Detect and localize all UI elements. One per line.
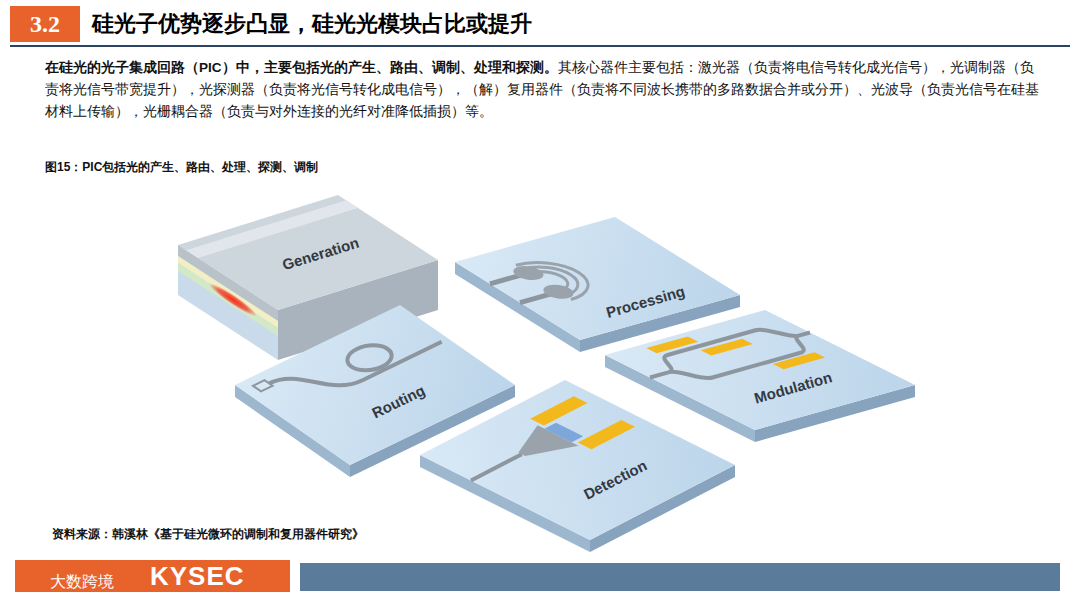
brand-logo: KYSEC — [150, 561, 245, 592]
slab-label: Modulation — [752, 368, 834, 406]
slab-label-block: Generation — [278, 231, 364, 275]
header-rule — [10, 45, 1070, 47]
mach-zehnder-modulator — [605, 310, 915, 430]
photodetector-part — [420, 380, 735, 540]
photodetector-part — [578, 420, 635, 449]
laser-top-face — [178, 195, 438, 310]
photodetector-part — [471, 454, 522, 480]
grating-coupler-pair-part — [516, 255, 606, 299]
grating-coupler-pair-part — [455, 217, 740, 340]
photodetector-part — [530, 396, 587, 425]
detection-slab — [420, 380, 735, 552]
slab-label-block: Routing — [366, 378, 430, 423]
section-number-box: 3.2 — [10, 6, 80, 42]
slide-title: 硅光子优势逐步凸显，硅光光模块占比或提升 — [92, 11, 532, 36]
grating-coupler-pair-part — [490, 275, 552, 303]
waveguide-route-part — [339, 340, 401, 375]
brand-box: KYSEC — [150, 561, 245, 591]
mach-zehnder-modulator-part — [605, 310, 915, 430]
mach-zehnder-modulator-part — [646, 336, 698, 353]
body-paragraph: 在硅光的光子集成回路（PIC）中，主要包括光的产生、路由、调制、处理和探测。其核… — [45, 57, 1040, 123]
caption-box: 图15：PIC包括光的产生、路由、处理、探测、调制 — [45, 159, 318, 176]
slab-label-block: Modulation — [750, 365, 837, 408]
title-box: 硅光子优势逐步凸显，硅光光模块占比或提升 — [92, 9, 532, 39]
photodetector — [420, 380, 735, 540]
watermark: 大数跨境 — [50, 573, 114, 590]
slab-label: Processing — [604, 282, 686, 321]
source-note: 资料来源：韩溪林《基于硅光微环的调制和复用器件研究》 — [52, 527, 364, 541]
lead-sentence: 在硅光的光子集成回路（PIC）中，主要包括光的产生、路由、调制、处理和探测。 — [45, 60, 558, 75]
laser-top-face-part — [178, 195, 438, 310]
mach-zehnder-modulator-part — [701, 339, 753, 356]
photodetector-part — [544, 423, 583, 443]
footer-blue-bar — [300, 563, 1060, 591]
section-number: 3.2 — [30, 11, 60, 38]
slab-label-block: Processing — [601, 279, 688, 323]
source-box: 资料来源：韩溪林《基于硅光微环的调制和复用器件研究》 — [52, 526, 364, 543]
watermark-box: 大数跨境 — [50, 572, 114, 593]
figure-caption: 图15：PIC包括光的产生、路由、处理、探测、调制 — [45, 160, 318, 174]
mach-zehnder-modulator-part — [773, 352, 825, 369]
slab-label: Routing — [369, 381, 427, 421]
slab-label: Detection — [581, 456, 650, 502]
modulation-slab — [605, 310, 915, 442]
slab-label-block: Detection — [578, 453, 652, 505]
slab-label: Generation — [281, 233, 362, 272]
grating-coupler-pair — [455, 217, 740, 340]
